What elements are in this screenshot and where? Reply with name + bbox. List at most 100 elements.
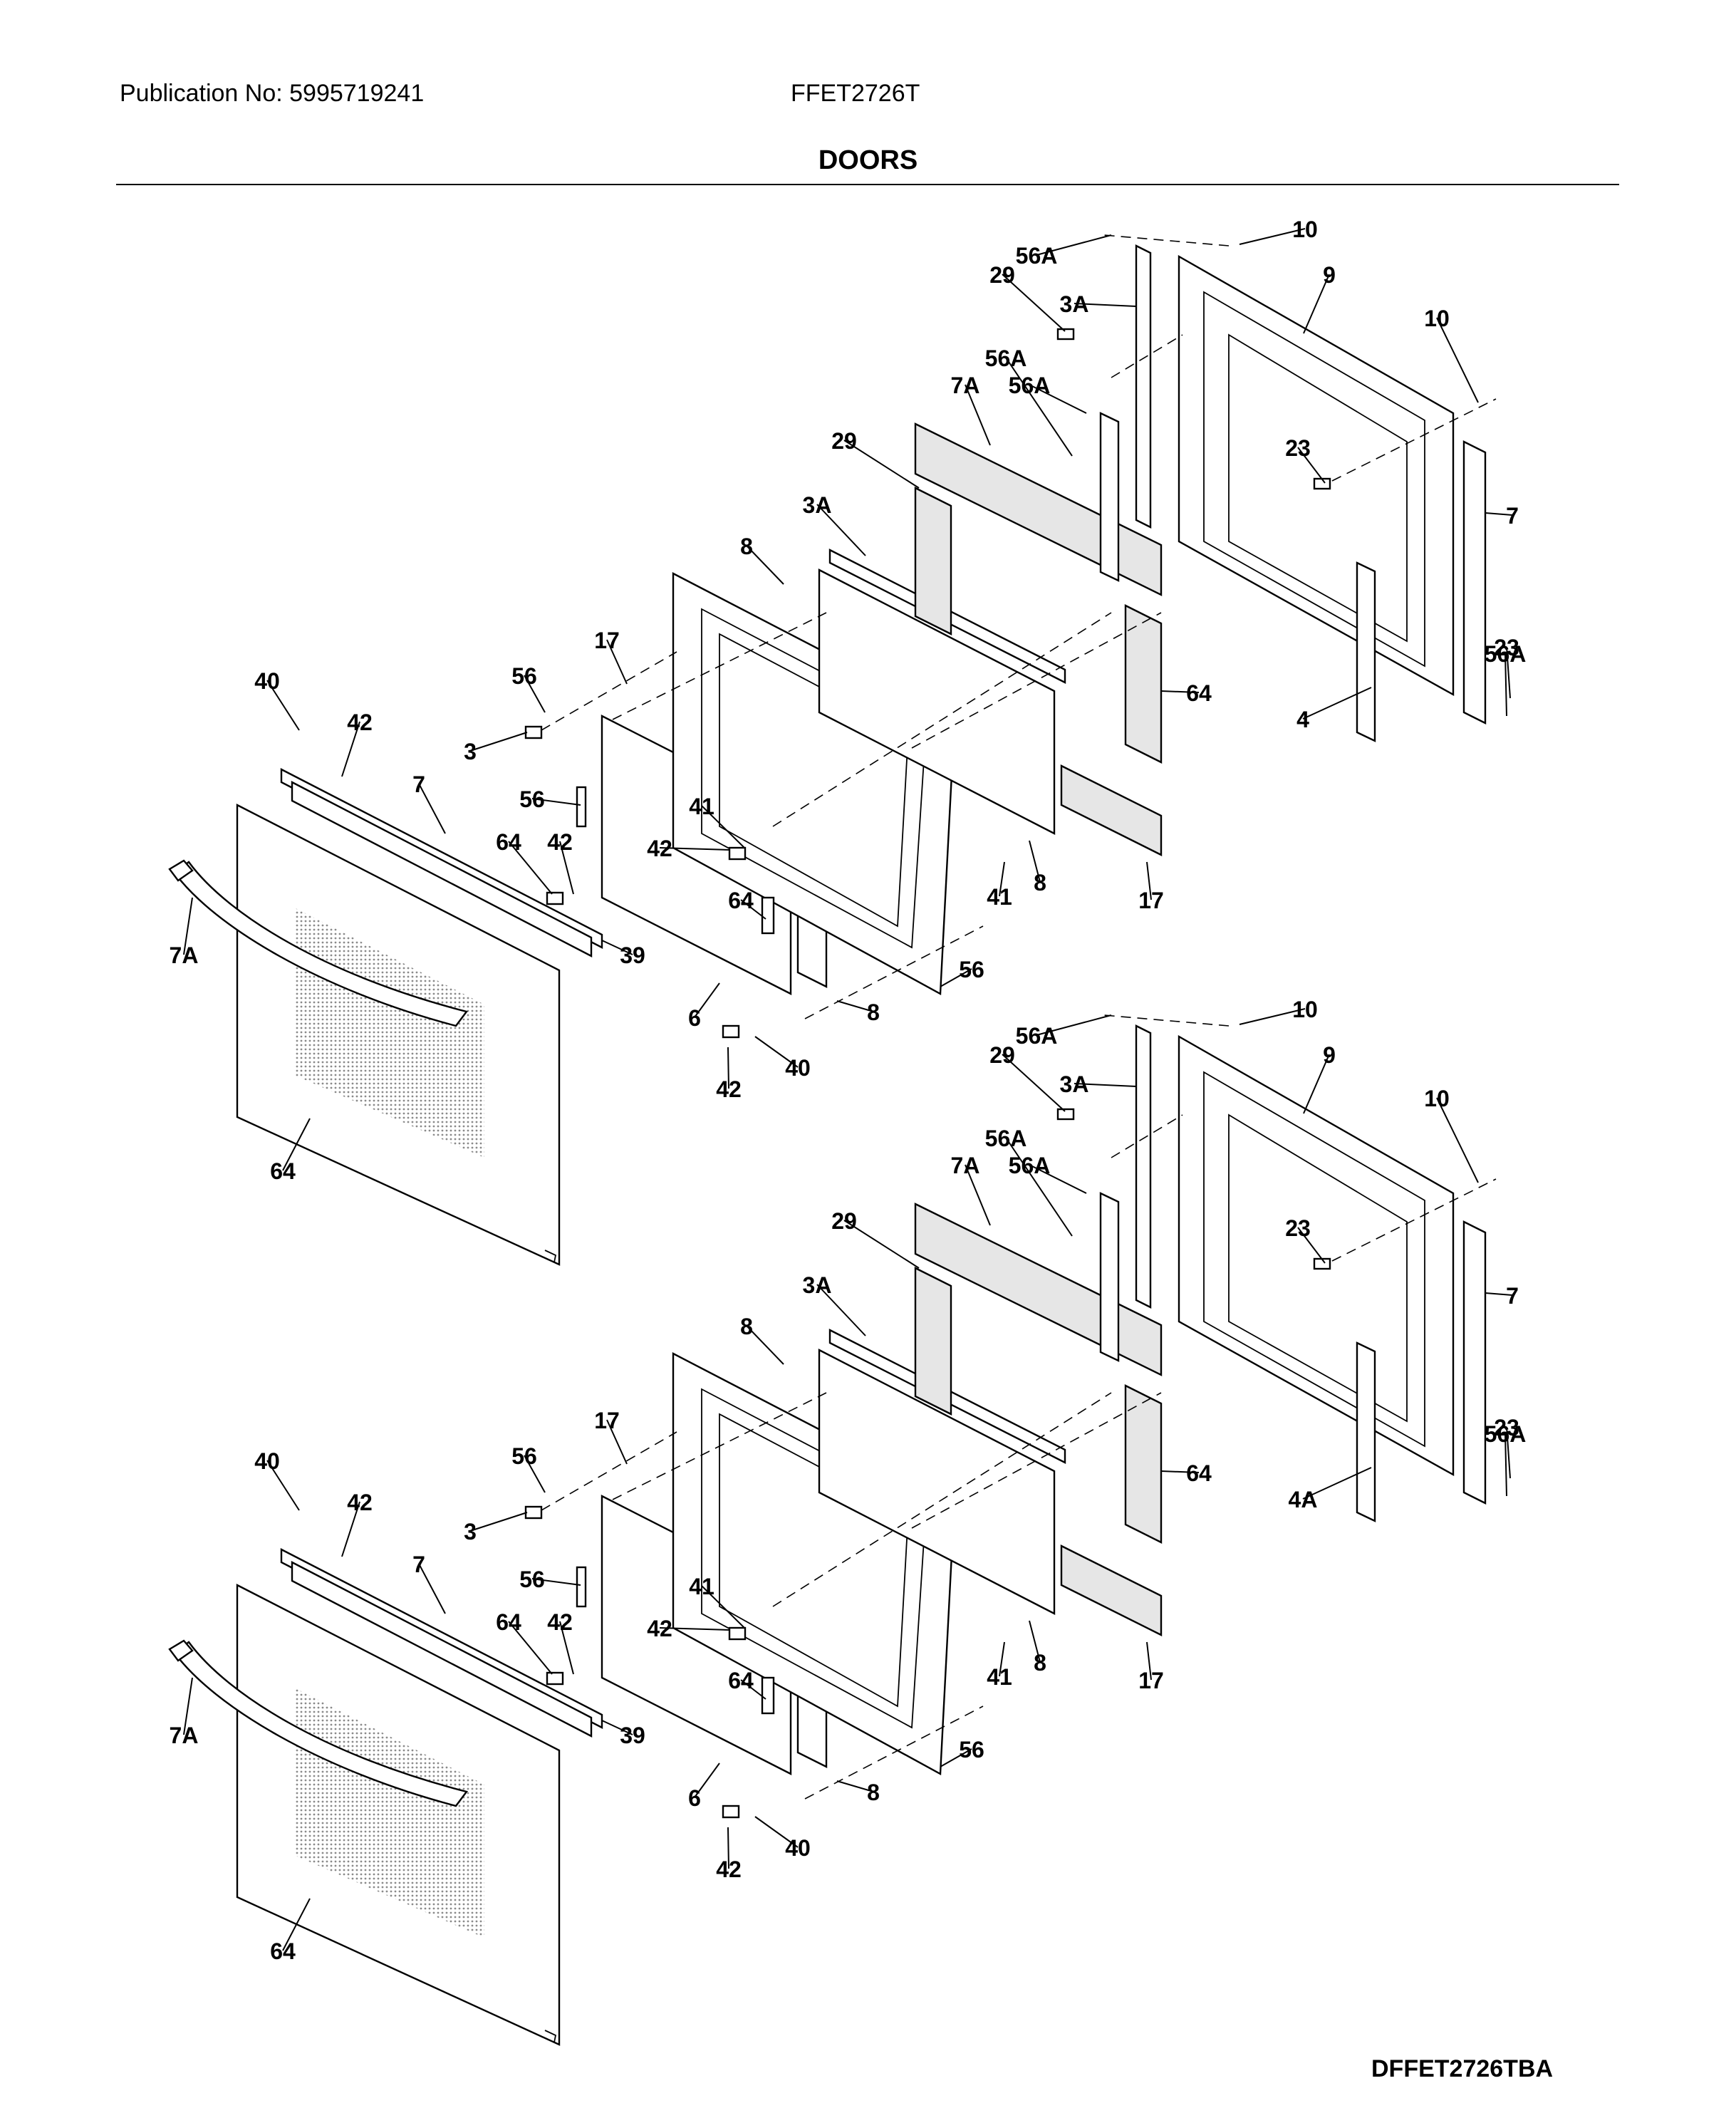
callout-leader <box>659 847 731 851</box>
callout-label: 64 <box>496 829 521 855</box>
callout-leader <box>1005 357 1073 457</box>
callout-leader <box>1036 234 1112 256</box>
callout-label: 56A <box>985 346 1027 371</box>
callout-leader <box>1302 687 1372 720</box>
callout-label: 56 <box>959 1737 984 1762</box>
callout-leader <box>559 1621 574 1675</box>
callout-leader <box>469 732 528 752</box>
callout-label: 42 <box>647 1616 672 1641</box>
inner-door-panel <box>1178 254 1455 697</box>
callout-leader <box>601 940 633 955</box>
callout-label: 7A <box>170 943 199 968</box>
callout-leader <box>524 675 546 713</box>
callout-leader <box>1160 690 1200 693</box>
callout-leader <box>1436 1097 1479 1183</box>
callout-leader <box>740 899 766 920</box>
callout-label: 64 <box>270 1158 296 1184</box>
callout-label: 41 <box>987 884 1012 910</box>
callout-label: 7A <box>951 373 980 398</box>
callout-leader <box>1302 1467 1372 1500</box>
callout-leader <box>1297 1227 1326 1264</box>
callout-label: 3A <box>803 492 832 518</box>
callout-label: 42 <box>347 710 373 735</box>
callout-label: 64 <box>1186 1460 1212 1486</box>
callout-label: 10 <box>1424 1086 1450 1111</box>
callout-label: 8 <box>1034 870 1046 895</box>
callout-label: 56A <box>1009 373 1051 398</box>
callout-label: 23 <box>1494 635 1519 660</box>
callout-label: 8 <box>740 534 753 559</box>
callout-leader <box>1002 1054 1066 1112</box>
callout-leader <box>1036 1014 1112 1036</box>
callout-label: 42 <box>716 1076 742 1102</box>
callout-label: 8 <box>867 1780 880 1805</box>
callout-leader <box>836 1780 874 1792</box>
callout-label: 23 <box>1285 435 1311 461</box>
callout-label: 3 <box>464 739 477 764</box>
callout-label: 7 <box>412 772 425 797</box>
door-handle <box>168 1639 469 1807</box>
callout-leader <box>1029 840 1041 883</box>
callout-label: 10 <box>1292 997 1318 1022</box>
outer-door-panel <box>236 1584 561 2046</box>
callout-label: 17 <box>1138 1668 1164 1693</box>
callout-label: 7 <box>412 1552 425 1577</box>
callout-leader <box>754 1816 799 1848</box>
callout-leader <box>940 1748 972 1767</box>
side-brackets <box>1135 244 1487 725</box>
callout-leader <box>843 440 920 489</box>
callout-leader <box>965 1164 991 1226</box>
callout-leader <box>1436 317 1479 403</box>
callout-label: 23 <box>1285 1215 1311 1241</box>
callout-leader <box>418 1563 446 1614</box>
callout-label: 29 <box>831 428 857 454</box>
callout-leader <box>1239 1008 1306 1025</box>
callout-label: 56A <box>985 1126 1027 1151</box>
callout-label: 7A <box>951 1153 980 1178</box>
callout-label: 17 <box>594 628 620 653</box>
lower-door-assembly <box>168 1014 1497 2046</box>
callout-leader <box>1074 303 1137 307</box>
callout-label: 17 <box>1138 888 1164 913</box>
callout-leader <box>266 1460 300 1511</box>
callout-label: 9 <box>1323 1042 1336 1068</box>
callout-label: 64 <box>270 1938 296 1964</box>
callout-leader <box>1146 1641 1152 1681</box>
callout-label: 3A <box>1060 1071 1089 1097</box>
callout-leader <box>1504 653 1507 717</box>
callout-leader <box>1506 646 1511 699</box>
callout-label: 56A <box>1485 641 1527 667</box>
callout-leader <box>746 545 784 585</box>
callout-leader <box>508 1621 553 1675</box>
callout-leader <box>836 1000 874 1012</box>
insulation-strips <box>914 422 1163 856</box>
callout-label: 56 <box>519 1567 545 1592</box>
callout-label: 56A <box>1485 1421 1527 1447</box>
diagram-code: DFFET2726TBA <box>1371 2055 1554 2082</box>
outer-door-panel <box>236 804 561 1266</box>
callout-label: 64 <box>728 888 754 913</box>
callout-leader <box>606 1419 628 1465</box>
model-number: FFET2726T <box>791 80 920 107</box>
callout-label: 39 <box>620 1723 645 1748</box>
callout-leader <box>1297 447 1326 484</box>
callout-leader <box>816 504 866 556</box>
callout-leader <box>1303 274 1330 334</box>
callout-leader <box>418 783 446 834</box>
callout-label: 56A <box>1009 1153 1051 1178</box>
callout-label: 4A <box>1289 1487 1318 1512</box>
callout-leader <box>816 1284 866 1336</box>
callout-label: 56 <box>519 786 545 812</box>
assembly-guide-lines <box>541 1014 1497 1800</box>
callout-leader <box>282 1118 311 1171</box>
callout-leader <box>1485 512 1513 516</box>
callout-label: 7 <box>1506 503 1519 529</box>
callout-leader <box>999 1641 1005 1677</box>
callout-label: 3A <box>1060 291 1089 317</box>
callout-leader <box>694 1762 720 1798</box>
callout-label: 41 <box>689 1574 714 1599</box>
callout-label: 64 <box>496 1609 521 1635</box>
callout-label: 29 <box>989 262 1015 288</box>
